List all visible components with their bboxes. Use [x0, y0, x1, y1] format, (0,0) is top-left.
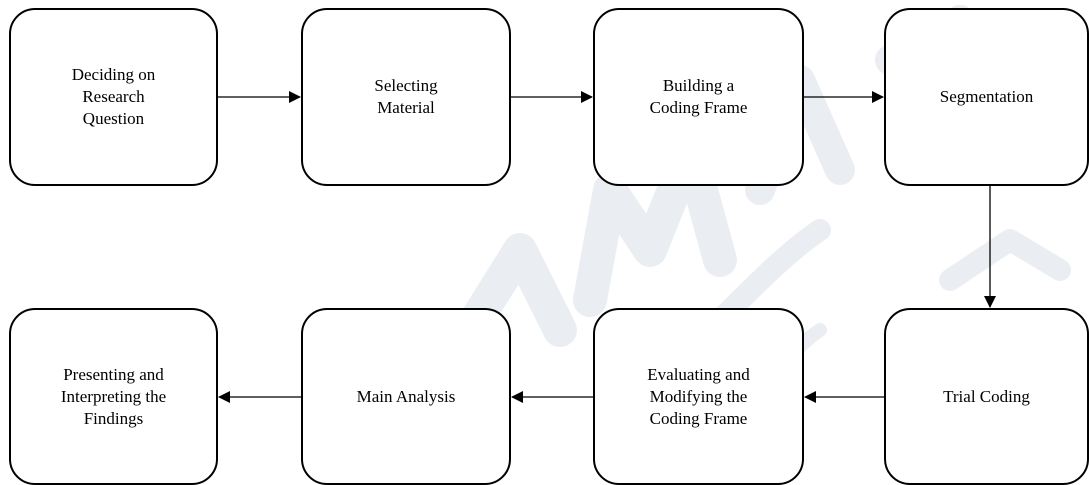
step-trial-coding: Trial Coding [884, 308, 1089, 485]
step-building-coding-frame: Building a Coding Frame [593, 8, 804, 186]
step-label: Segmentation [939, 87, 1034, 106]
step-label: Building a Coding Frame [649, 76, 748, 117]
step-label: Presenting and Interpreting the Findings [60, 364, 167, 428]
step-label: Deciding on Research Question [71, 65, 156, 128]
step-selecting-material: Selecting Material [301, 8, 511, 186]
step-main-analysis: Main Analysis [301, 308, 511, 485]
step-segmentation: Segmentation [884, 8, 1089, 186]
step-deciding-on-research-question: Deciding on Research Question [9, 8, 218, 186]
step-evaluating-modifying: Evaluating and Modifying the Coding Fram… [593, 308, 804, 485]
step-presenting-interpreting: Presenting and Interpreting the Findings [9, 308, 218, 485]
step-label: Main Analysis [356, 386, 456, 406]
step-label: Selecting Material [374, 76, 438, 117]
step-label: Evaluating and Modifying the Coding Fram… [647, 364, 750, 428]
step-label: Trial Coding [943, 386, 1030, 406]
